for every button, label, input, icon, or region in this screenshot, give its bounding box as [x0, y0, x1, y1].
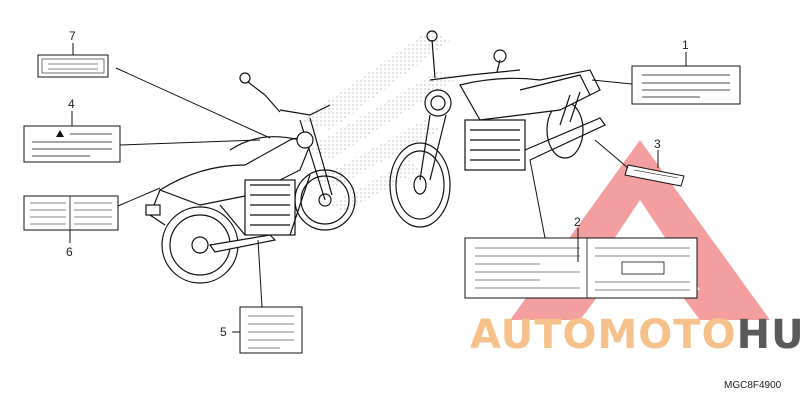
- diagram-code: MGC8F4900: [724, 380, 782, 391]
- callout-2: 2: [574, 215, 581, 229]
- label-6: [23, 187, 161, 243]
- callout-1: 1: [682, 38, 689, 52]
- watermark-brand-text: AUTOMOTOHUB: [470, 312, 800, 358]
- callout-4: 4: [68, 97, 75, 111]
- label-2: [464, 159, 698, 299]
- callout-5: 5: [220, 325, 227, 339]
- motorcycle-right-view: [389, 30, 606, 228]
- label-5: [232, 239, 303, 354]
- callout-7: 7: [69, 29, 76, 43]
- callout-numbers: 1 2 3 4 5 6 7: [66, 29, 689, 339]
- label-3: [594, 139, 685, 187]
- callout-6: 6: [66, 245, 73, 259]
- motorcycle-left-view: [145, 72, 356, 284]
- wing-background: [300, 30, 455, 212]
- label-4: [23, 111, 261, 163]
- watermark-part-a: AUTOMOTO: [470, 312, 737, 358]
- watermark-part-b: HUB: [736, 312, 800, 358]
- label-7: [37, 43, 271, 139]
- label-1: [591, 52, 741, 105]
- callout-3: 3: [654, 137, 661, 151]
